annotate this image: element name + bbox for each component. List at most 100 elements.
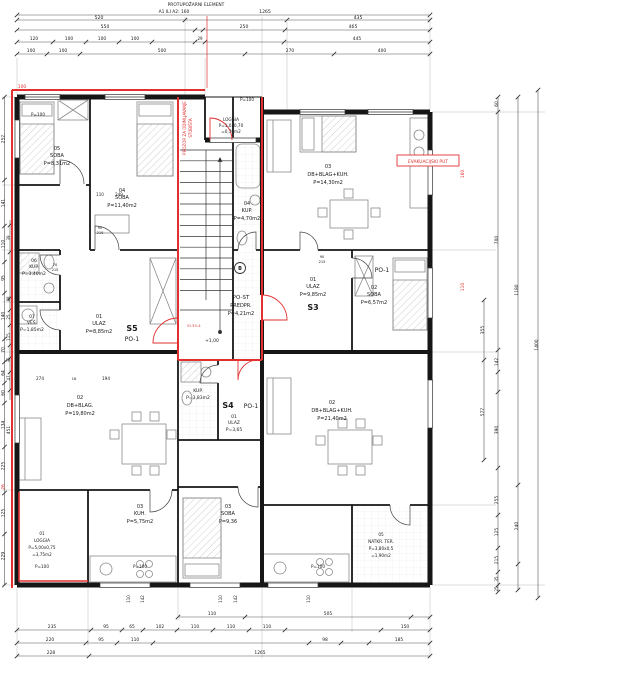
plan-label: 35 [6,357,11,363]
window-glazing [14,94,433,588]
bed [299,115,357,153]
plan-label: P=1,85m2 [20,327,44,333]
plan-label: EVAKUACIJSKI PUT [408,159,448,165]
plan-label: 142 [140,595,145,603]
sofa [18,417,42,481]
plan-label: 70 [1,347,7,353]
plan-label: 125 [494,528,500,537]
plan-label: 150 [401,624,410,630]
plan-label: 60 [494,101,500,107]
plan-label: 102 [156,624,165,630]
plan-label: 100 [59,48,68,54]
plan-label: 18 [72,376,77,381]
plan-label: P=1,0x0,70 [219,123,244,128]
plan-label: 220 [46,637,55,643]
furniture [18,99,429,583]
plan-label: VEŠ. [27,319,37,326]
plan-label: 110 [263,624,272,630]
plan-label: 100 [27,48,36,54]
plan-label: SOBA [115,195,130,201]
plan-label: 451 [6,426,12,435]
labels-layer: 05SOBAP=8,31m204SOBAP=11,40m206KUP.P=3,4… [1,0,541,656]
plan-label: 229 [1,552,7,561]
plan-label: 215 [52,268,59,272]
dining-table [317,188,381,240]
plan-label: A1 ILI A2: 160 [159,9,190,15]
plan-label: P=21,40m2 [317,416,347,422]
plan-label: ULAZ [306,284,320,290]
plan-label: 100 [65,36,74,42]
plan-label: P=14,30m2 [313,180,343,186]
floor-tiles [18,141,429,584]
plan-label: =3,75m2 [32,552,52,557]
staircase [180,149,233,334]
plan-label: 110 [208,611,217,617]
plan-label: P=8,85m2 [86,329,112,335]
plan-label: 252 [1,135,7,144]
plan-label: 215 [494,556,500,565]
dining-table [109,411,177,476]
plan-label: P=3,65 [226,427,243,433]
plan-label: STUBIŠTA [188,118,193,138]
plan-label: 95 [98,637,104,643]
plan-label: 03 [137,504,143,510]
plan-label: 65 [129,624,135,630]
plan-label: 35 [494,576,499,582]
plan-label: 120 [30,36,39,42]
plan-label: DB+BLAG. [67,403,94,409]
plan-label: P=19,80m2 [65,411,95,417]
plan-label: P=5,75m2 [127,519,153,525]
plan-label: 235 [48,624,57,630]
plan-label: 142 [233,595,238,603]
plan-label: 47 [6,375,11,381]
plan-label: 520 [95,15,104,21]
plan-label: 550 [101,24,110,30]
plan-label: 04 [244,201,250,207]
plan-label: KUP. [242,208,253,214]
plan-label: ULAZ [228,420,240,426]
plan-label: +1,00 [205,338,219,344]
plan-label: 160 [460,170,466,179]
plan-label: 05 [378,532,384,537]
plan-label: 215 [319,260,326,264]
plan-label: 1400 [534,339,540,350]
plan-label: 26 [1,484,7,490]
plan-label: 228 [47,650,56,656]
plan-label: 02 [77,395,83,401]
plan-label: LOGGIA [223,117,239,122]
plan-label: 04 [119,188,125,194]
toilet [236,230,248,246]
plan-label: 577 [480,408,486,417]
plan-label: 01 [310,277,316,283]
plan-label: 1180 [514,284,520,295]
extension-lines [2,17,545,658]
plan-label: 100 [131,36,140,42]
plan-label: 02 [329,400,335,406]
plan-label: 249 [115,192,123,197]
plan-label: 355 [480,326,486,335]
plan-label: 185 [395,637,404,643]
plan-label: P=100 [311,564,325,569]
plan-label: =0,70m2 [221,129,241,134]
plan-label: 215 [97,231,104,235]
shower [180,361,202,383]
plan-label: 141 [1,199,7,208]
plan-label: 25 [494,586,499,592]
plan-label: 1265 [254,650,265,656]
plan-label: PREDPR. [230,303,252,309]
plan-label: PO-1 [375,267,390,274]
loggia-outline [18,492,88,582]
plan-label: 500 [158,48,167,54]
toilet [181,390,193,406]
plan-label: 95 [1,275,7,281]
plan-label: 225 [1,462,7,471]
kitchen-counter [262,553,350,583]
plan-label: 110 [1,240,7,249]
wardrobe [354,255,374,297]
plan-label: 06 [31,258,37,264]
kitchen-counter [89,555,177,583]
section-marker-b [234,262,246,274]
plan-label: 110 [191,624,200,630]
plan-label: PO-ST [233,295,250,301]
